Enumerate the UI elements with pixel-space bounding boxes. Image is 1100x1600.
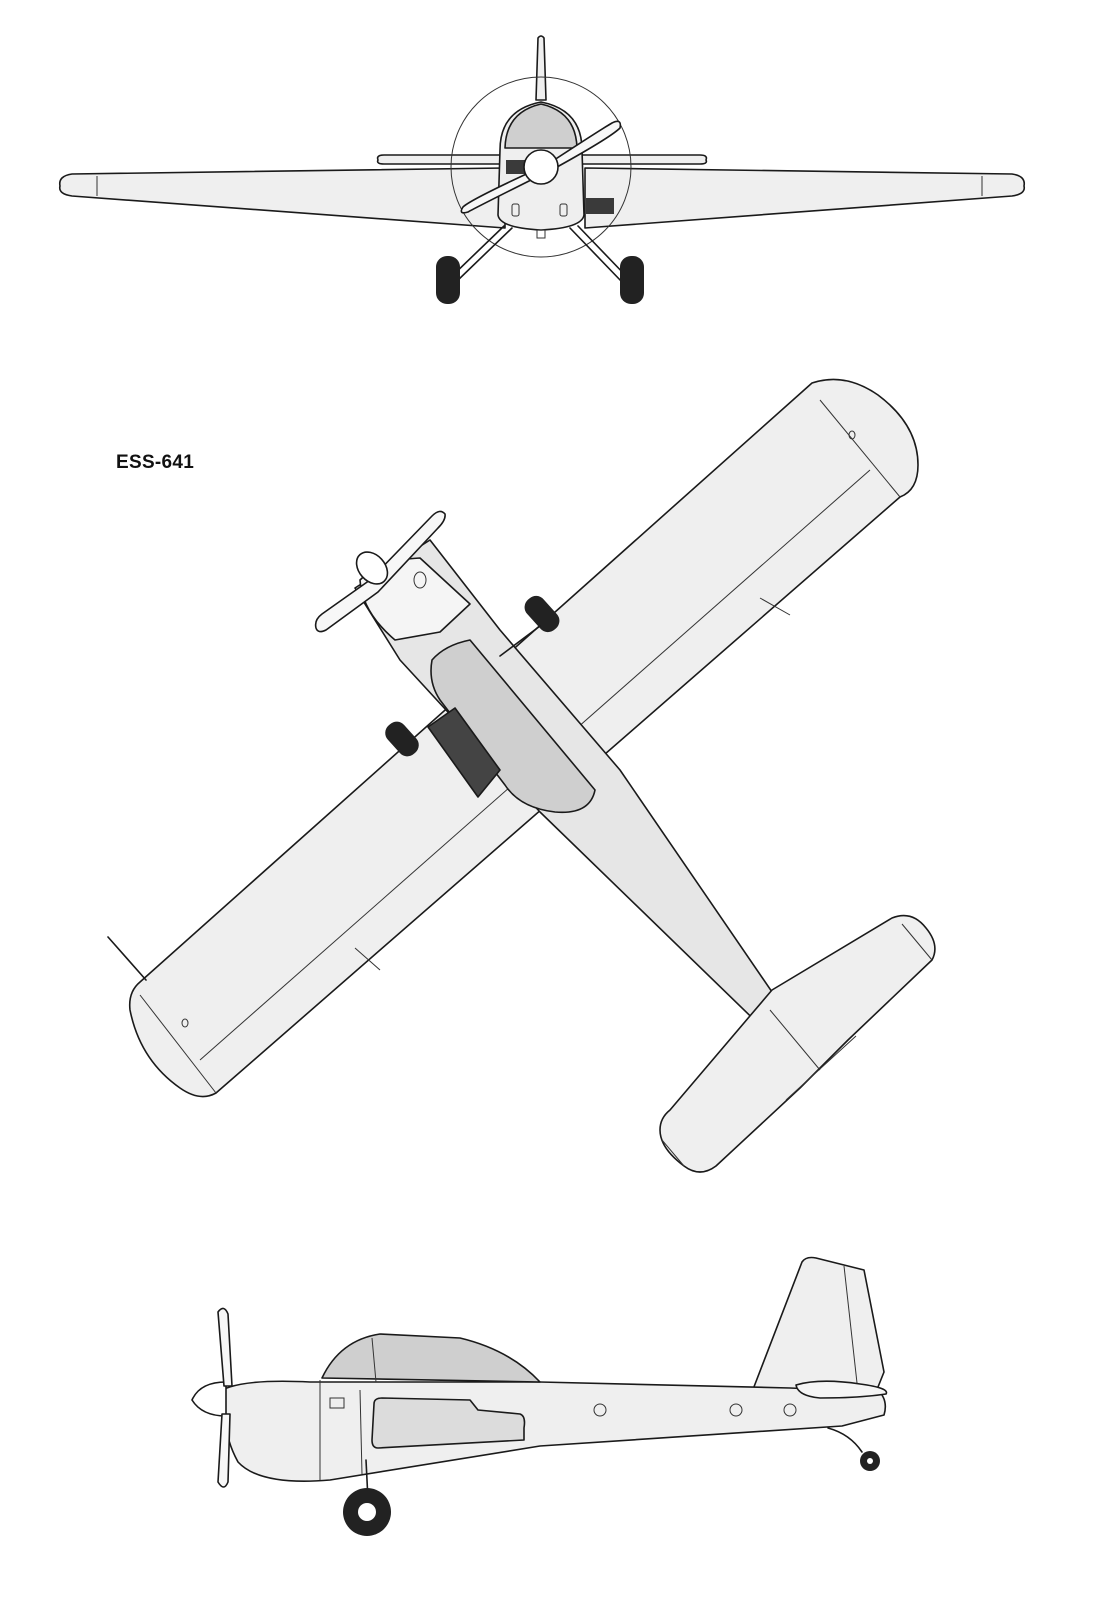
front-propeller-disc [450, 76, 632, 258]
side-propeller-blade [217, 1307, 233, 1387]
front-right-wing [584, 167, 1026, 229]
front-view [58, 35, 1026, 304]
top-tailplane [659, 914, 936, 1173]
top-spinner [355, 551, 389, 585]
top-wheel-left [385, 721, 419, 757]
front-left-wheel [436, 256, 460, 304]
side-fuselage [214, 1380, 887, 1482]
side-fin [751, 1256, 885, 1393]
front-canopy [504, 103, 578, 149]
top-view [107, 378, 936, 1173]
front-spinner [523, 149, 559, 185]
aircraft-designation-label: ESS-641 [116, 452, 195, 473]
side-view [191, 1256, 888, 1536]
front-right-wheel [620, 256, 644, 304]
side-canopy [321, 1333, 541, 1383]
side-spinner [191, 1381, 227, 1417]
front-fin [535, 35, 547, 101]
top-wheel-right [524, 595, 560, 633]
top-canopy [430, 639, 596, 814]
front-left-wing [58, 167, 506, 229]
